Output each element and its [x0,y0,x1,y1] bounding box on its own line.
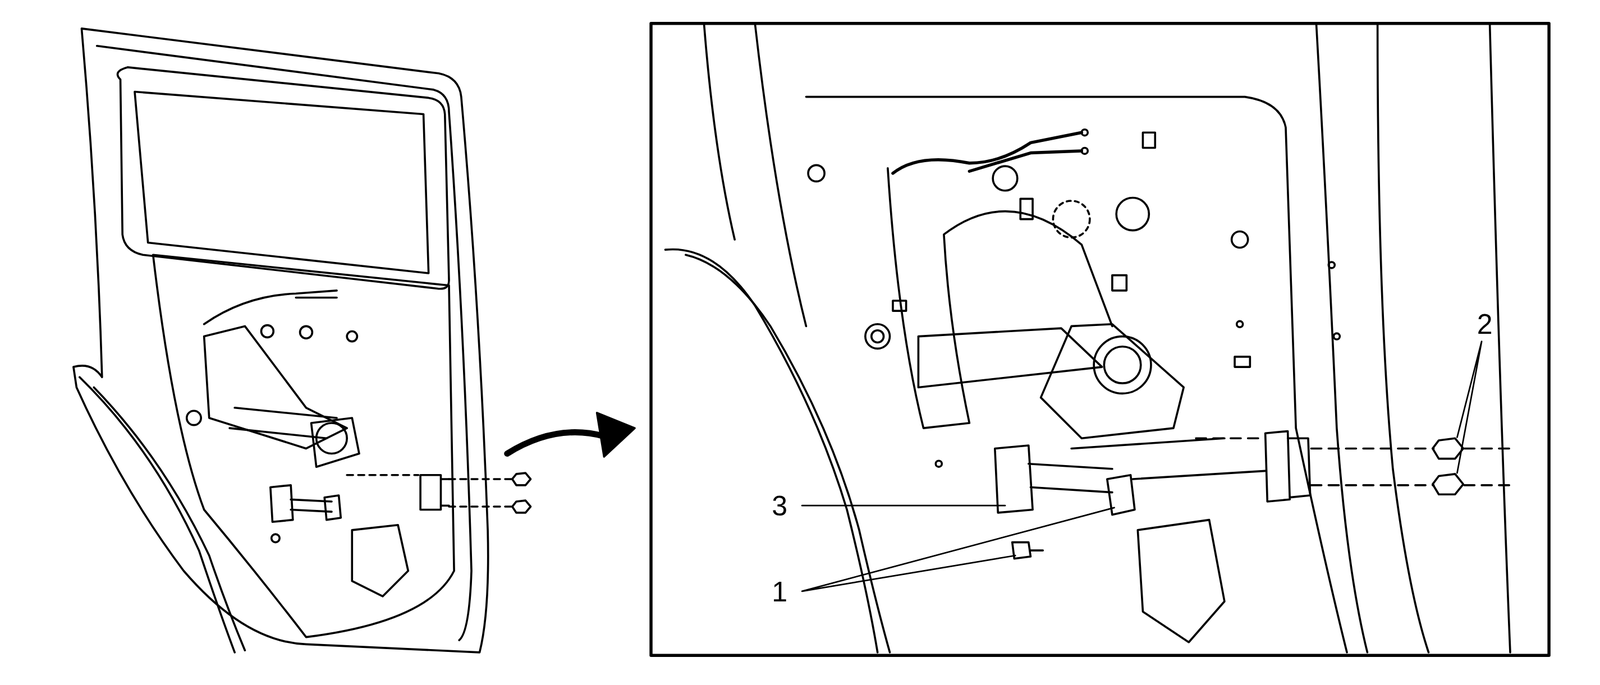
wire-harness [204,290,337,325]
nut [1432,474,1464,495]
door-right-edge [1316,24,1511,653]
connector-pin [1081,147,1088,154]
hole [346,331,357,342]
window-opening [134,92,429,274]
leader-line [801,505,1006,507]
regulator-arm [918,328,1102,388]
hole [1333,333,1340,340]
zoom-arrow [507,432,605,455]
motor-inner [1103,346,1141,384]
leader-line [801,507,1114,592]
door-inner-edge [97,46,472,641]
wheel-arch-inner [93,387,245,651]
regulator-plate [1041,324,1185,439]
hole [1236,321,1244,328]
grommet-inner [871,330,884,343]
screw [1012,542,1044,559]
leader-line [1456,341,1482,474]
hole [808,164,825,182]
speaker-hole [351,525,408,597]
panel-edge [704,24,807,327]
callout-number: 1 [769,578,790,607]
check-link-end [324,495,341,521]
motor [1093,336,1152,394]
grommet [186,410,201,425]
check-link [995,445,1113,513]
bracket [420,475,449,511]
wheel-arch [665,249,878,653]
regulator-channel [887,168,1113,429]
callout-number: 2 [1474,310,1496,339]
hole [1231,231,1249,248]
hole [935,460,942,467]
door-outline [73,28,489,653]
hole [300,326,313,339]
bracket [1265,431,1311,502]
speaker-hole [1137,520,1225,643]
connector-pin [1081,129,1088,136]
motor [316,423,348,455]
screw [271,534,281,543]
hole [1052,200,1090,238]
regulator-rail [229,407,337,439]
check-link [270,485,332,522]
check-link-mount [1071,438,1265,480]
inner-panel [153,254,455,637]
mount-lines [346,475,516,507]
hole [260,325,274,338]
detail-frame [650,23,1549,657]
motor-housing [311,418,360,467]
hole [992,166,1018,191]
wire-harness [892,132,1082,174]
hole [1328,262,1335,269]
zoom-arrow-head [597,413,635,457]
slot [892,132,1250,368]
nut [512,500,531,513]
grommet [865,324,891,350]
hole [1116,197,1149,231]
nut [1432,438,1464,459]
wheel-arch-inner [685,254,891,653]
nut [512,473,531,486]
regulator-arm [204,326,348,449]
callout-number: 3 [769,492,790,521]
